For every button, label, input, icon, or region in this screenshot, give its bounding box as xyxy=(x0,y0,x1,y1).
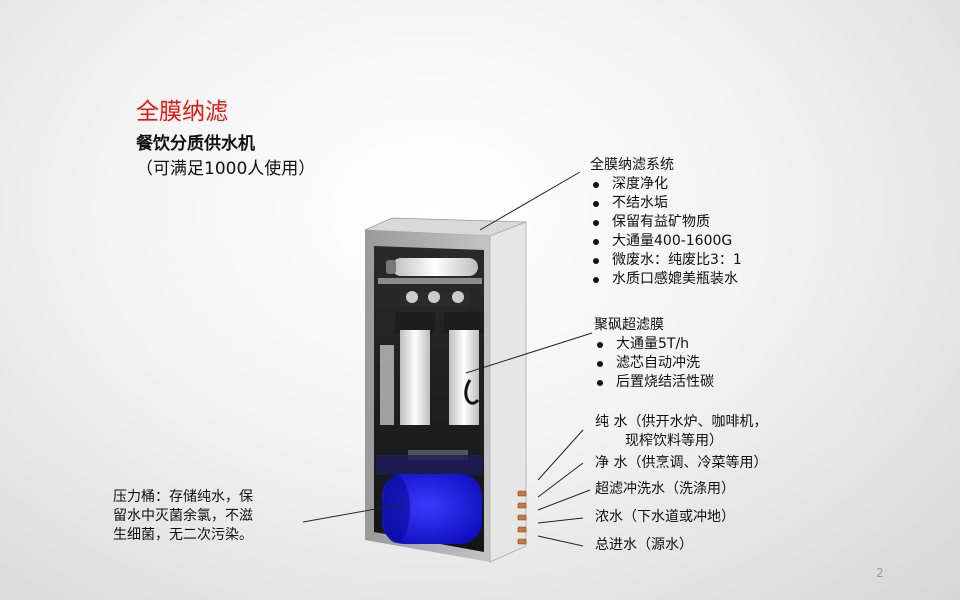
outlet-inlet: 总进水（源水） xyxy=(595,537,693,553)
feature-item: 滤芯自动冲洗 xyxy=(594,354,714,373)
feature-item: 保留有益矿物质 xyxy=(590,213,742,232)
outlet-pure-line1: 纯 水（供开水炉、咖啡机， xyxy=(595,414,768,430)
feature-item: 微废水：纯废比3：1 xyxy=(590,251,742,270)
nf-system-features: 深度净化 不结水垢 保留有益矿物质 大通量400-1600G 微废水：纯废比3：… xyxy=(590,175,742,289)
product-name: 餐饮分质供水机 xyxy=(136,134,255,154)
page-number: 2 xyxy=(876,566,884,580)
outlet-ports xyxy=(517,490,527,545)
uf-membrane-features: 大通量5T/h 滤芯自动冲洗 后置烧结活性碳 xyxy=(594,335,714,392)
outlet-concentrate: 浓水（下水道或冲地） xyxy=(595,509,735,525)
feature-item: 大通量5T/h xyxy=(594,335,714,354)
feature-item: 深度净化 xyxy=(590,175,742,194)
feature-item: 水质口感媲美瓶装水 xyxy=(590,270,742,289)
uf-membrane-callout: 聚砜超滤膜 大通量5T/h 滤芯自动冲洗 后置烧结活性碳 xyxy=(594,316,714,392)
prefilter-cartridge xyxy=(392,258,478,276)
feature-item: 大通量400-1600G xyxy=(590,232,742,251)
tank-note-line: 压力桶：存储纯水，保 xyxy=(113,489,253,505)
feature-item: 后置烧结活性碳 xyxy=(594,373,714,392)
leader-lines xyxy=(302,171,593,547)
uf-membrane-heading: 聚砜超滤膜 xyxy=(594,317,664,333)
prefilter xyxy=(378,258,482,284)
feature-item: 不结水垢 xyxy=(590,194,742,213)
pressure-tank-callout: 压力桶：存储纯水，保 留水中灭菌余氯，不滋 生细菌，无二次污染。 xyxy=(113,488,253,545)
page-title: 全膜纳滤 xyxy=(136,99,228,125)
outlet-pure-water: 纯 水（供开水炉、咖啡机， 现榨饮料等用） xyxy=(595,413,767,451)
capacity-note: （可满足1000人使用） xyxy=(136,159,316,179)
outlet-pure-line2: 现榨饮料等用） xyxy=(625,433,723,449)
nf-system-heading: 全膜纳滤系统 xyxy=(590,157,674,173)
pressure-tank xyxy=(382,474,482,544)
outlet-uf-flush: 超滤冲洗水（洗涤用） xyxy=(595,481,735,497)
nf-system-callout: 全膜纳滤系统 深度净化 不结水垢 保留有益矿物质 大通量400-1600G 微废… xyxy=(590,156,742,289)
cabinet-right-side xyxy=(489,221,527,563)
tank-note-line: 生细菌，无二次污染。 xyxy=(113,527,253,543)
outlet-clean-water: 净 水（供烹调、冷菜等用） xyxy=(595,455,768,471)
tank-note-line: 留水中灭菌余氯，不滋 xyxy=(113,508,253,524)
